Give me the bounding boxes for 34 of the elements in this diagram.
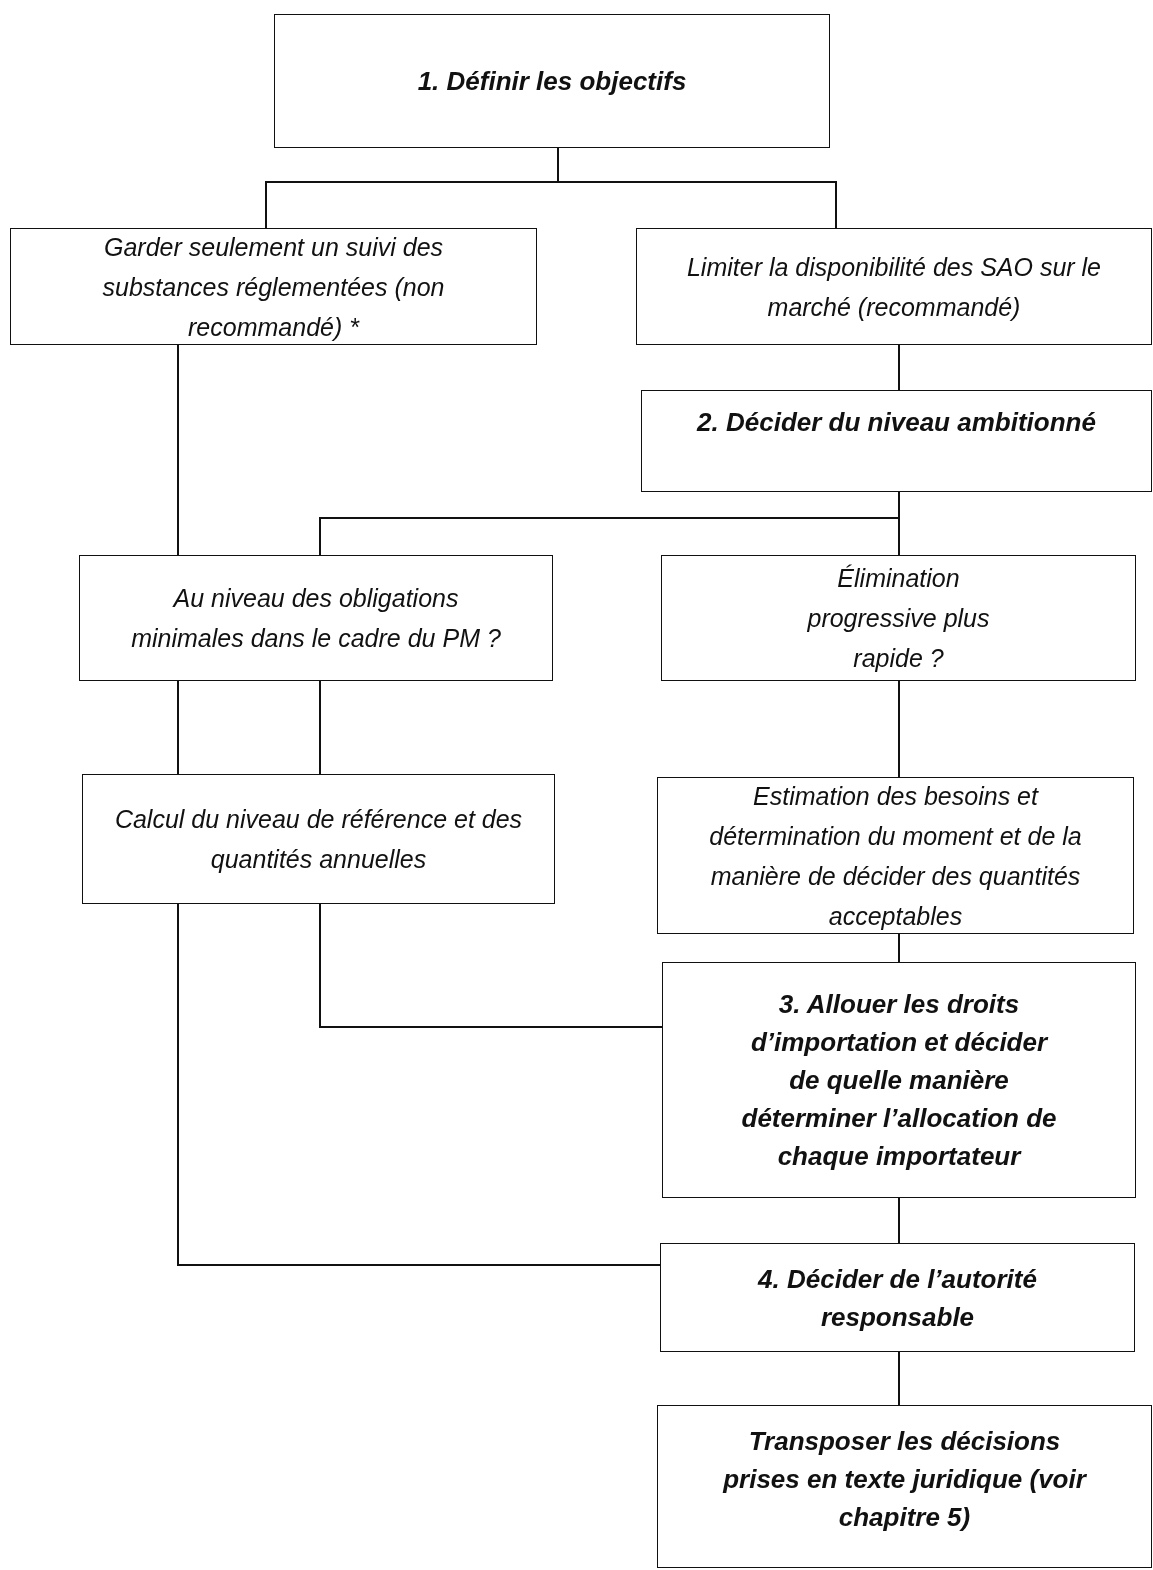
box-text: Transposer les décisions prises en texte juridique (voir chapitre 5) (721, 1425, 1088, 1534)
option-box (10, 228, 537, 345)
connector-line (177, 680, 179, 775)
connector-line (898, 344, 900, 391)
connector-line (898, 1351, 900, 1406)
step-box (641, 390, 1152, 492)
option-box (79, 555, 553, 681)
box-text: 2. Décider du niveau ambitionné (697, 406, 1096, 439)
box-text: Limiter la disponibilité des SAO sur le marché (recommandé) (685, 251, 1103, 323)
box-text: Calcul du niveau de référence et des quantités annuelles (113, 804, 524, 875)
connector-line (557, 147, 837, 229)
step-box (660, 1243, 1135, 1352)
step-box (662, 962, 1136, 1198)
box-text: Estimation des besoins et détermination du moment et de la manière de décider des quantités acceptables (708, 780, 1083, 932)
connector-line (898, 933, 900, 963)
box-text: 4. Décider de l’autorité responsable (756, 1262, 1038, 1334)
connector-line (177, 903, 661, 1266)
connector-line (898, 1197, 900, 1244)
connector-line (319, 680, 321, 775)
connector-line (177, 344, 179, 556)
option-box (657, 777, 1134, 934)
connector-line (898, 680, 900, 778)
option-box (661, 555, 1136, 681)
step-box (274, 14, 830, 148)
option-box (82, 774, 555, 904)
connector-line (319, 903, 663, 1028)
box-text: Garder seulement un suivi des substances réglementées (non recommandé) * (101, 231, 446, 343)
box-text: Élimination progressive plus rapide ? (806, 563, 991, 674)
connector-line (898, 491, 900, 556)
box-text: Au niveau des obligations minimales dans le cadre du PM ? (130, 583, 502, 654)
option-box (636, 228, 1152, 345)
box-text: 1. Définir les objectifs (417, 65, 687, 98)
box-text: 3. Allouer les droits d’importation et décider de quelle manière déterminer l’allocation de chaque importateur (740, 988, 1058, 1173)
step-box (657, 1405, 1152, 1568)
